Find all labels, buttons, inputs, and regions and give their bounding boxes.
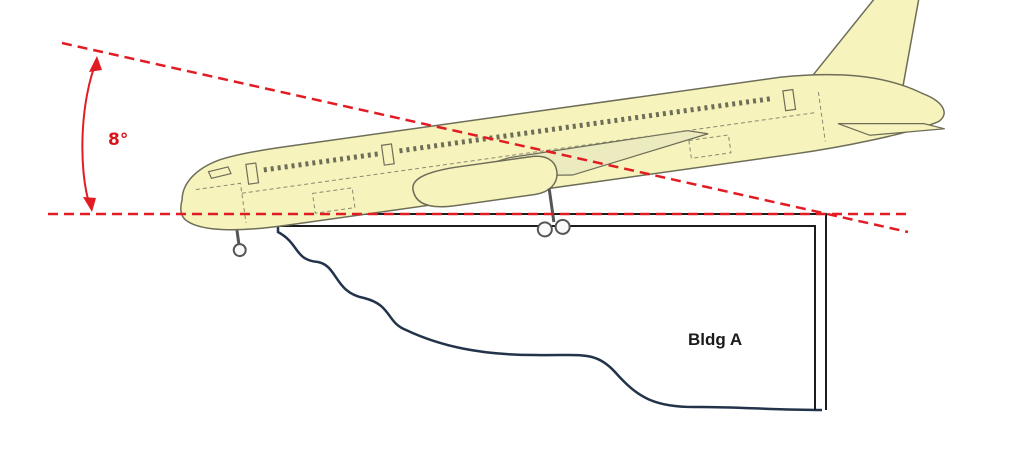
cockpit-window [207,166,232,180]
horizontal-stabilizer [837,122,945,136]
building-label: Bldg A [688,330,743,349]
interior-outline [195,91,826,224]
window-row [263,95,775,173]
airplane [180,0,945,258]
angle-label: 8° [108,130,129,150]
aircraft-axis-line [61,41,909,234]
building-a [280,213,827,410]
door [245,162,260,185]
angle-arc [81,59,98,207]
nose-landing-gear [232,230,247,258]
main-landing-gear [536,188,571,238]
arrowhead-top [89,56,102,72]
engine [412,155,558,208]
fuselage [180,73,945,231]
door [380,143,395,166]
door [782,88,797,112]
arrowhead-bottom [83,197,96,212]
cliff-outline [276,214,823,412]
